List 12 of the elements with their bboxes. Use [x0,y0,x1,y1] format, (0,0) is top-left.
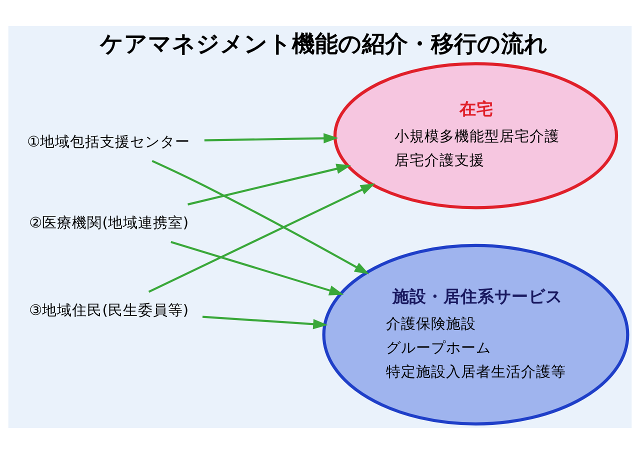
arrow [148,182,376,292]
node-text: ②医療機関(地域連携室) [29,214,189,232]
arrow [152,159,370,274]
diagram-title: ケアマネジメント機能の紹介・移行の流れ [100,31,548,58]
node-ellipse: 施設・居住系サービス 介護保険施設 グループホーム 特定施設入居者生活介護等 [322,243,630,425]
arrow [204,132,338,143]
node-text: ③地域住民(民生委員等) [29,302,189,319]
arrow [170,240,344,295]
node-ellipse: 在宅 小規模多機能型居宅介護 居宅介護支援 [333,62,618,209]
arrow [188,163,352,205]
node-text: ①地域包括支援センター [27,132,190,150]
arrow [202,315,328,329]
